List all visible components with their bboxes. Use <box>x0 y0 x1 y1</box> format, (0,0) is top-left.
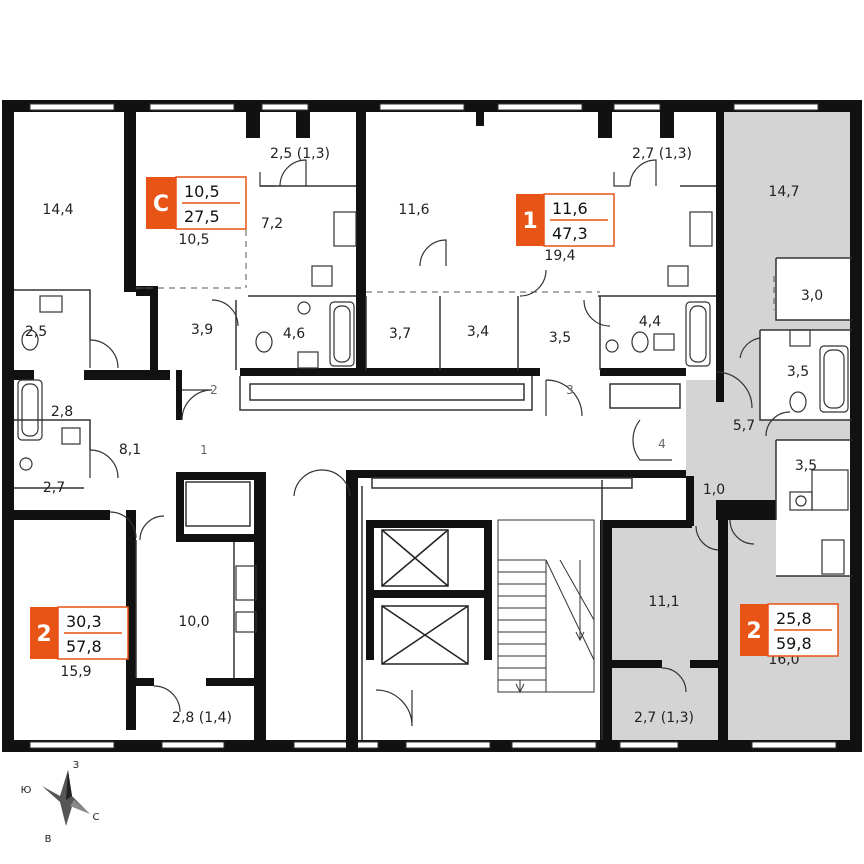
toilet-icon <box>789 391 807 413</box>
interior-walls <box>14 112 776 752</box>
room-3-5c-label: 3,5 <box>795 458 817 474</box>
room-3-7-label: 3,7 <box>389 326 411 342</box>
door-number-2: 2 <box>210 383 218 397</box>
stove-icon <box>821 539 845 575</box>
windows <box>29 103 837 749</box>
door-number-4: 4 <box>658 437 666 451</box>
badge-total-area: 27,5 <box>184 207 220 226</box>
room-11-1-label: 11,1 <box>648 594 679 610</box>
room-labels: 14,4 2,5 2,8 2,7 8,1 15,9 10,5 7,2 2,5 (… <box>25 146 823 726</box>
room-4-4-label: 4,4 <box>639 314 661 330</box>
room-11-6-label: 11,6 <box>398 202 429 218</box>
door-numbers: 1 2 3 4 <box>200 383 666 457</box>
bathtub-inner-icon <box>689 305 707 363</box>
badge-living-area: 10,5 <box>184 182 220 201</box>
compass-west-letter: Ю <box>21 785 32 796</box>
room-3-4-label: 3,4 <box>467 324 489 340</box>
apartment-badge-2-room-left: 2 30,3 57,8 <box>30 606 129 660</box>
room-3-9-label: 3,9 <box>191 322 213 338</box>
room-balcony-2-8-label: 2,8 (1,4) <box>172 710 232 726</box>
room-balcony-2-7-bot-label: 2,7 (1,3) <box>634 710 694 726</box>
bathtub-icon <box>685 301 711 367</box>
door-number-1: 1 <box>200 443 208 457</box>
room-2-5-label: 2,5 <box>25 324 47 340</box>
room-2-8-label: 2,8 <box>51 404 73 420</box>
toilet-icon <box>631 331 649 353</box>
compass-rose: З Ю С В <box>21 760 100 845</box>
toilet-icon <box>21 329 39 351</box>
washer-icon <box>789 491 813 511</box>
kitchen-sink-icon <box>235 611 257 633</box>
elevator-shaft-1 <box>381 529 449 587</box>
sink-icon <box>653 333 675 351</box>
compass-north-letter: З <box>73 760 79 771</box>
badge-total-area: 59,8 <box>776 634 812 653</box>
badge-type: 1 <box>522 209 537 234</box>
partitions <box>14 185 852 740</box>
kitchen-sink-icon <box>311 265 333 287</box>
compass-south-letter: В <box>45 834 52 845</box>
room-8-1-label: 8,1 <box>119 442 141 458</box>
room-14-7-label: 14,7 <box>768 184 799 200</box>
doors <box>89 159 791 727</box>
apartment-badge-studio: С 10,5 27,5 <box>146 176 247 230</box>
kitchen-sink-icon <box>667 265 689 287</box>
room-3-5b-label: 3,5 <box>787 364 809 380</box>
boiler-icon <box>19 457 33 471</box>
compass-east-letter: С <box>93 812 100 823</box>
room-10-0-label: 10,0 <box>178 614 209 630</box>
room-3-0-label: 3,0 <box>801 288 823 304</box>
toilet-icon <box>255 331 273 353</box>
fixtures <box>17 172 849 633</box>
boiler-icon <box>605 339 619 353</box>
boiler-icon <box>297 301 311 315</box>
apartment-badge-1-room: 1 11,6 47,3 <box>516 193 615 247</box>
room-5-7-label: 5,7 <box>733 418 755 434</box>
room-3-5-label: 3,5 <box>549 330 571 346</box>
room-1-0-label: 1,0 <box>703 482 725 498</box>
badge-total-area: 57,8 <box>66 637 102 656</box>
room-7-2-label: 7,2 <box>261 216 283 232</box>
bathtub-inner-icon <box>21 383 39 437</box>
room-balcony-2-7-top-label: 2,7 (1,3) <box>632 146 692 162</box>
bathtub-icon <box>17 379 43 441</box>
badge-type: 2 <box>746 619 761 644</box>
shaded-apartment <box>612 112 852 742</box>
apartment-badge-2-room-right: 2 25,8 59,8 <box>740 603 839 657</box>
bathtub-icon <box>329 301 355 367</box>
stove-icon <box>235 565 257 601</box>
room-balcony-2-5-label: 2,5 (1,3) <box>270 146 330 162</box>
bathtub-icon <box>819 345 849 413</box>
room-4-6-label: 4,6 <box>283 326 305 342</box>
bathtub-inner-icon <box>333 305 351 363</box>
door-number-3: 3 <box>566 383 574 397</box>
room-19-4-label: 19,4 <box>544 248 575 264</box>
room-10-5-label: 10,5 <box>178 232 209 248</box>
badge-total-area: 47,3 <box>552 224 588 243</box>
room-2-7-label: 2,7 <box>43 480 65 496</box>
shower-tray-icon <box>811 469 849 511</box>
bathtub-inner-icon <box>823 349 845 409</box>
stove-icon <box>689 211 713 247</box>
sink-icon <box>297 351 319 369</box>
room-14-4-label: 14,4 <box>42 202 73 218</box>
washer-drum-icon <box>795 495 807 507</box>
staircase <box>497 519 595 694</box>
sink-icon <box>789 329 811 347</box>
elevators <box>381 529 469 665</box>
stove-icon <box>333 211 357 247</box>
badge-living-area: 11,6 <box>552 199 588 218</box>
elevator-shaft-2 <box>381 605 469 665</box>
sink-icon <box>39 295 63 313</box>
badge-type: С <box>153 192 169 217</box>
badge-living-area: 25,8 <box>776 609 812 628</box>
room-15-9-label: 15,9 <box>60 664 91 680</box>
sink-icon <box>61 427 81 445</box>
badge-type: 2 <box>36 622 51 647</box>
badge-living-area: 30,3 <box>66 612 102 631</box>
